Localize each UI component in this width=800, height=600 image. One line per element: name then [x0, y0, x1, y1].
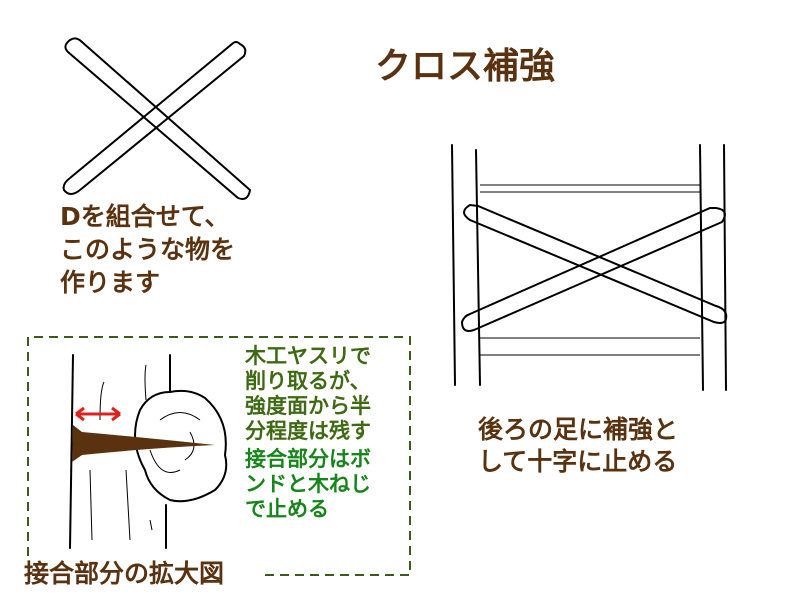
- note-line: 分程度は残す: [245, 419, 371, 443]
- note-line: で止める: [245, 497, 329, 521]
- right-caption: 後ろの足に補強と して十字に止める: [478, 415, 678, 476]
- joint-detail-drawing: [69, 354, 228, 549]
- detail-label: 接合部分の拡大図: [24, 559, 224, 588]
- caption-line: 後ろの足に補強と: [478, 415, 678, 444]
- detail-note-1: 木工ヤスリで 削り取るが、 強度面から半 分程度は残す: [244, 344, 371, 443]
- detail-box-border: [27, 336, 411, 576]
- left-caption: Dを組合せて、 このような物を 作ります: [60, 202, 235, 297]
- back-legs-drawing: [451, 144, 728, 391]
- note-line: ンドと木ねじ: [245, 472, 371, 496]
- note-line: 削り取るが、: [245, 369, 371, 393]
- caption-line: このような物を: [60, 235, 235, 264]
- caption-line: して十字に止める: [478, 447, 677, 476]
- note-line: 強度面から半: [245, 394, 371, 418]
- note-line: 接合部分はボ: [245, 447, 371, 471]
- detail-note-2: 接合部分はボ ンドと木ねじ で止める: [245, 447, 371, 521]
- note-line: 木工ヤスリで: [244, 344, 371, 368]
- caption-line: 作ります: [60, 268, 160, 297]
- caption-line: Dを組合せて、: [60, 202, 230, 231]
- cross-sticks-drawing: [62, 37, 252, 200]
- page-title: クロス補強: [375, 46, 555, 87]
- width-arrow-icon: [75, 406, 121, 422]
